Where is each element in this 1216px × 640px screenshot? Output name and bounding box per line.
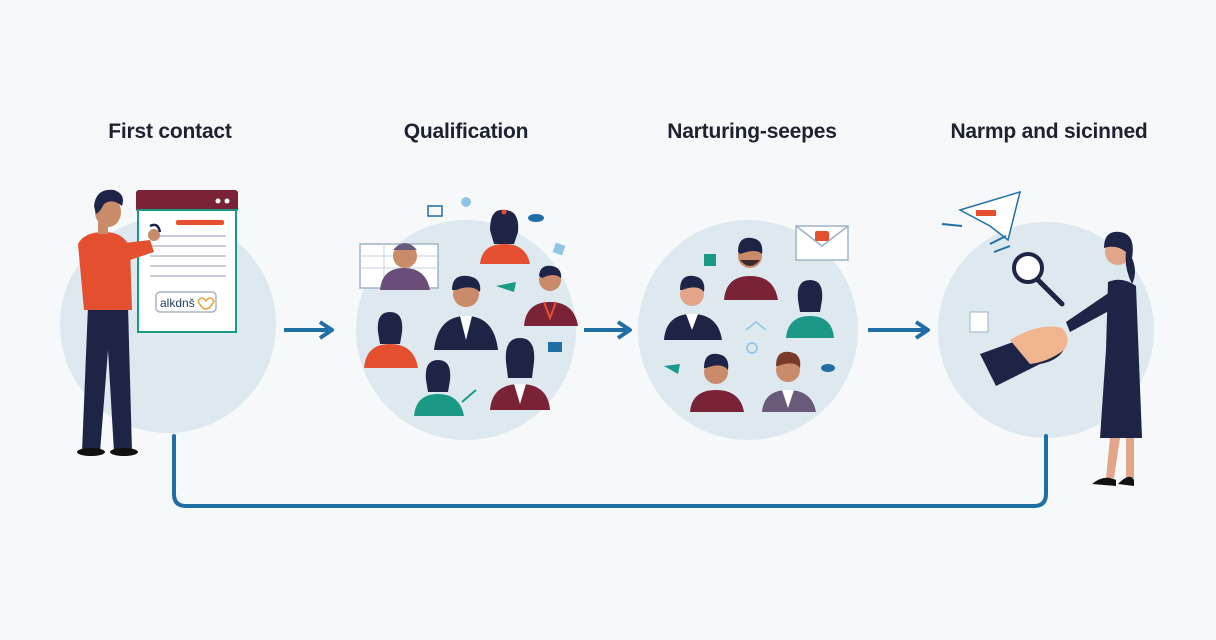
arrow-1-to-2 <box>284 320 334 340</box>
arrow-2-to-3 <box>584 320 632 340</box>
qualification-people <box>359 197 578 416</box>
arrow-3-to-4 <box>868 320 930 340</box>
salesman-figure <box>77 189 162 456</box>
stage-title-first-contact: First contact <box>108 120 232 143</box>
stage-title-qualification: Qualification <box>403 120 529 143</box>
form-badge-text: alkdnš <box>160 296 195 310</box>
form-board-illustration: alkdnš <box>136 190 238 333</box>
feedback-loop-line <box>172 434 1048 508</box>
closing-illustration <box>941 190 1142 486</box>
stage-3-circle <box>638 220 858 440</box>
stage-title-closing: Narmp and sicinned <box>950 120 1148 143</box>
stage-title-nurturing: Narturing-seepes <box>667 120 837 143</box>
nurturing-people <box>664 225 849 412</box>
